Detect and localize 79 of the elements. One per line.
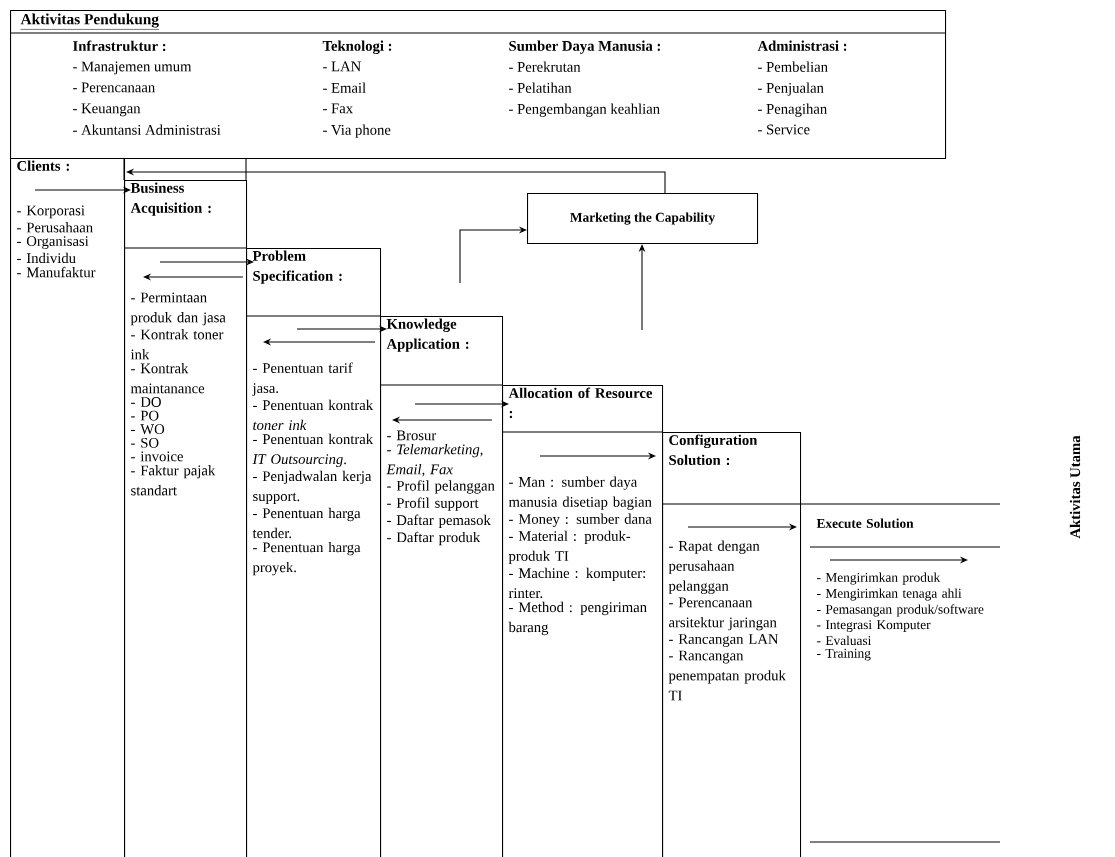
list-item: - Brosur (387, 430, 437, 441)
list-item: - Rapat dengan perusahaan pelanggan (668, 540, 760, 594)
stage-heading: Configuration Solution : (669, 434, 758, 466)
list-item: - Faktur pajak standart (131, 465, 216, 496)
list-item: - Service (758, 124, 810, 135)
list-item: - Machine : komputer: rinter. (508, 567, 645, 599)
stage-column (10, 158, 126, 857)
list-item: - Perekrutan (509, 61, 581, 72)
list-item: - PO (131, 410, 159, 421)
list-item: - Penjualan (758, 82, 824, 96)
support-activities-box (9, 10, 947, 160)
list-item: - Pengembangan keahlian (509, 103, 660, 117)
list-item: - Kontrak maintanance (130, 363, 205, 394)
list-item: - Man : sumber daya manusia disetiap bagian (508, 476, 652, 510)
list-item: - Pemasangan produk/software (817, 604, 984, 617)
process-box: Marketing the Capability (527, 193, 759, 245)
stage-heading: Knowledge Application : (386, 318, 469, 352)
list-item: - Daftar produk (387, 531, 481, 546)
list-item: - SO (131, 437, 159, 448)
column-heading: Teknologi : (322, 40, 392, 54)
arrow (459, 226, 527, 284)
list-item: - Rancangan LAN (669, 634, 779, 647)
list-item: - Integrasi Komputer (817, 620, 931, 632)
list-item: - invoice (131, 451, 183, 462)
list-item: - Perencanaan arsitektur jaringan (669, 597, 777, 631)
list-item: - WO (131, 424, 165, 435)
stage-heading: Problem Specification : (252, 250, 342, 284)
stage-column (123, 180, 248, 857)
side-label: Aktivitas Utama (1069, 435, 1081, 539)
list-item: - Keuangan (73, 103, 141, 117)
list-item: - Daftar pemasok (387, 514, 491, 529)
list-item: - Penentuan tarif jasa. (252, 362, 353, 396)
section-heading: Aktivitas Pendukung (20, 13, 160, 30)
list-item: - Akuntansi Administrasi (73, 124, 221, 135)
list-item: - Penagihan (758, 103, 827, 117)
column-heading: Infrastruktur : (73, 40, 166, 52)
list-item: - Telemarketing, Email, Fax (386, 444, 483, 477)
list-item: - Money : sumber dana (509, 513, 652, 527)
stage-column (799, 503, 1001, 843)
list-item: - Penjadwalan kerja support. (253, 470, 372, 505)
list-item: - Korporasi (17, 205, 85, 219)
list-item: - Pembelian (758, 61, 828, 72)
list-item: - Penentuan kontrak IT Outsourcing. (252, 433, 374, 468)
list-item: - Material : produk-produk TI (508, 530, 631, 564)
list-item: - Manajemen umum (73, 61, 192, 75)
list-item: - Permintaan produk dan jasa (130, 292, 226, 326)
stage-column (379, 316, 504, 857)
list-item: - LAN (323, 61, 361, 72)
column-heading: Sumber Daya Manusia : (509, 40, 660, 54)
list-item: - Method : pengiriman barang (508, 601, 647, 636)
list-item: - Evaluasi (817, 635, 872, 646)
stage-heading: Clients : (17, 160, 69, 171)
list-item: - Training (817, 648, 871, 661)
stage-column (661, 432, 802, 857)
list-item: - Mengirimkan produk (817, 572, 941, 585)
column-heading: Administrasi : (757, 40, 847, 51)
list-item: - Perencanaan (73, 82, 155, 93)
list-item: - Penentuan harga tender. (252, 507, 361, 539)
list-item: - Via phone (323, 124, 391, 138)
list-item: - Email (323, 82, 366, 93)
list-item: - Individu (17, 252, 76, 264)
stage-heading: Business Acquisition : (130, 182, 211, 216)
list-item: - Kontrak toner ink (130, 329, 224, 360)
list-item: - Organisasi (17, 236, 89, 249)
stage-column (245, 248, 382, 857)
list-item: - DO (131, 397, 161, 407)
list-item: - Rancangan penempatan produk TI (668, 650, 786, 701)
list-item: - Profil support (387, 497, 479, 511)
stage-heading: Execute Solution (816, 518, 914, 528)
list-item: - Manufaktur (17, 266, 96, 278)
list-item: - Profil pelanggan (387, 480, 495, 494)
list-item: - Penentuan harga proyek. (252, 541, 361, 576)
list-item: - Mengirimkan tenaga ahli (817, 588, 962, 601)
list-item: - Perusahaan (17, 222, 93, 233)
list-item: - Penentuan kontrak toner ink (253, 399, 374, 431)
list-item: - Fax (323, 103, 353, 114)
stage-heading: Allocation of Resource : (508, 387, 653, 419)
stage-column (501, 385, 664, 857)
list-item: - Pelatihan (509, 82, 572, 93)
